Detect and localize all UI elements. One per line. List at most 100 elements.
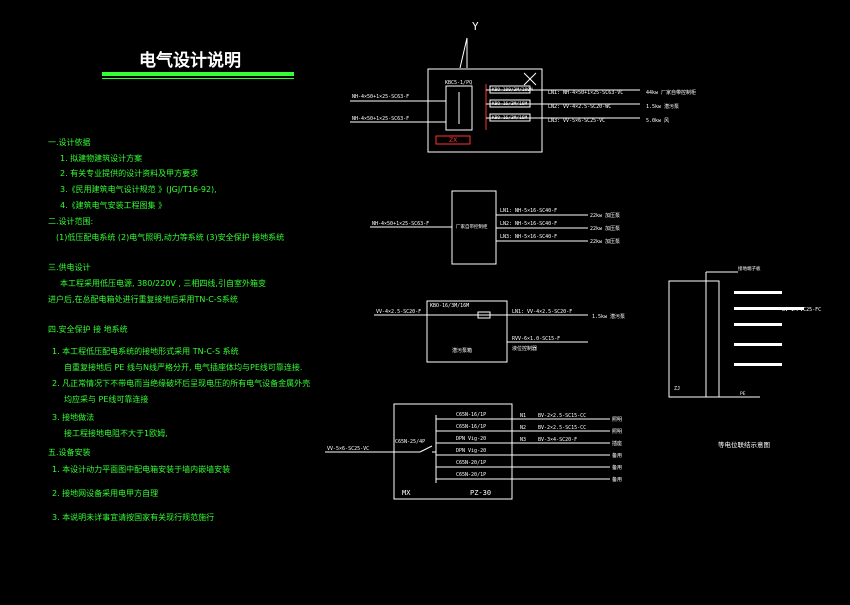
pump-breaker-label: KBO-16/3M/16M (430, 303, 469, 309)
page-title: 电气设计说明 (139, 50, 241, 71)
main-breaker-label: KBC5-1/PQ (445, 80, 472, 86)
bottom-cable: BV-2×2.5-SC15-CC (538, 413, 586, 419)
branch-breaker (489, 85, 531, 94)
antenna-label: Y (472, 20, 479, 33)
ground-bar (734, 343, 782, 346)
ground-top-label: 接地端子板 (738, 265, 761, 272)
branch-cable: LN2: VV-4×2.5-SC20-WC (548, 104, 611, 110)
pump-panel: KBO-16/3M/16M VV-4×2.5-SC20-F LN1: VV-4×… (374, 300, 625, 363)
title-underline-thin (102, 78, 294, 79)
note-line: 3. 本说明未详事宜请按国家有关现行规范施行 (52, 512, 214, 522)
top-panel-box (427, 68, 543, 153)
x-mark-2 (523, 72, 537, 86)
sensor-cable: RVV-6×1.0-SC15-F (512, 336, 560, 342)
note-heading-2: 二.设计范围: (48, 216, 93, 226)
ground-box-label: ZJ (674, 386, 680, 392)
bottom-breaker-label: C65N-16/1P (456, 424, 486, 430)
mid-branch-cable: LN3: NH-5×16-SC40-F (500, 234, 557, 240)
zx-label: ZX (449, 137, 457, 144)
mid-incoming-cable: NH-4×50+1×25-SC63-F (372, 221, 429, 227)
main-switch (419, 445, 433, 453)
note-line: 本工程采用低压电源, 380/220V , 三相四线,引自室外箱变 (60, 278, 266, 288)
bottom-load: 插座 (612, 440, 622, 447)
mid-branch-cable: LN1: NH-5×16-SC40-F (500, 208, 557, 214)
bottom-breaker-label: DPN Vig-20 (456, 436, 486, 442)
bottom-phase: N3 (520, 437, 526, 443)
pump-load: 1.5kw 潜污泵 (592, 313, 625, 320)
branch-breaker-label: KBO-16/3M/16M (492, 101, 528, 107)
bottom-load: 照明 (612, 429, 622, 435)
branch-breaker-label: KBO-100/3M/100M (492, 87, 533, 93)
ground-detail: 接地端子板 BV-1×PVC25-FC PE ZJ 等电位联结示意图 (668, 265, 821, 449)
mid-branch-load: 22kw 加压泵 (590, 238, 620, 245)
ground-cable: BV-1×PVC25-FC (782, 307, 821, 313)
bottom-breaker-label: C65N-20/1P (456, 472, 486, 478)
branch-breaker (489, 99, 531, 108)
ground-bar (734, 363, 782, 366)
ground-bar (734, 307, 804, 310)
incoming-cable-2: NH-4×50+1×25-SC63-F (352, 116, 409, 122)
top-branches (486, 85, 640, 122)
incoming-cable: NH-4×50+1×25-SC63-F (352, 94, 409, 100)
ground-box (668, 280, 720, 398)
bottom-load: 备用 (612, 452, 622, 459)
note-line: 4.《建筑电气安装工程图集 》 (60, 200, 166, 210)
bottom-branches (436, 418, 610, 480)
bottom-cable: BV-2×2.5-SC15-CC (538, 425, 586, 431)
main-breaker-box (445, 85, 473, 131)
pump-out-cable: LN1: VV-4×2.5-SC20-F (512, 309, 572, 315)
bottom-load: 备用 (612, 464, 622, 471)
branch-breaker-label: KBO-16/3M/16M (492, 115, 528, 121)
note-line: 3. 接地做法 (52, 412, 94, 422)
note-line: 1. 本工程低压配电系统的接地形式采用 TN-C-S 系统 (52, 346, 239, 356)
bottom-panel-model: PZ-30 (470, 489, 491, 497)
bottom-phase: N2 (520, 425, 526, 431)
pump-panel-label: 潜污泵箱 (452, 347, 472, 354)
mid-panel: 厂家自带控制柜 NH-4×50+1×25-SC63-F LN1: NH-5×16… (370, 190, 620, 265)
title-underline (102, 72, 294, 76)
zx-box (435, 135, 471, 145)
bottom-load: 备用 (612, 476, 622, 483)
ground-bar (734, 291, 782, 294)
branch-cable: LN3: VV-5×6-SC25-VC (548, 118, 605, 124)
bottom-panel: VV-5×6-SC25-VC C65N-25/4P MX PZ-30 C65N-… (325, 403, 622, 500)
ground-bottom-label: PE (740, 391, 746, 397)
mid-branch-load: 22kw 加压泵 (590, 225, 620, 232)
mid-branch-load: 22kw 加压泵 (590, 212, 620, 219)
note-line: 2. 接地网设备采用电甲方自理 (52, 488, 158, 498)
note-heading-1: 一.设计依据 (48, 137, 91, 147)
bottom-breaker-label: C65N-20/1P (456, 460, 486, 466)
bottom-load: 照明 (612, 417, 622, 423)
pump-panel-box (426, 300, 508, 363)
bottom-breaker-label: DPN Vig-20 (456, 448, 486, 454)
design-notes: 一.设计依据 1. 拟建物建筑设计方案 2. 有关专业提供的设计资料及甲方要求 … (48, 137, 310, 522)
note-line: 接工程接地电阻不大于1欧姆, (64, 428, 168, 438)
branch-breaker (489, 113, 531, 122)
pump-incoming-cable: VV-4×2.5-SC20-F (376, 309, 421, 315)
note-line: 自重复接地后 PE 线与N线严格分开, 电气插座体均与PE线可靠连接. (64, 362, 302, 372)
branch-load: 5.0kw 风 (646, 118, 669, 124)
note-heading-5: 五.设备安装 (48, 447, 91, 457)
antenna-diag (459, 37, 468, 69)
bottom-panel-label: MX (402, 489, 411, 497)
top-panel: Y KBC5-1/PQ NH-4×50+1×25-SC63-F NH-4×50+… (350, 20, 696, 153)
note-line: 均应采与 PE线可靠连接 (64, 394, 148, 404)
branch-load: 1.5kw 潜污泵 (646, 103, 679, 110)
mid-panel-label: 厂家自带控制柜 (456, 223, 488, 230)
mid-branch-cable: LN2: NH-5×16-SC40-F (500, 221, 557, 227)
bottom-main-breaker: C65N-25/4P (395, 439, 425, 445)
ground-bar (734, 323, 782, 326)
bottom-cable: BV-3×4-SC20-F (538, 437, 577, 443)
note-heading-3: 三.供电设计 (48, 262, 91, 272)
bottom-breaker-label: C65N-16/1P (456, 412, 486, 418)
note-line: (1)低压配电系统 (2)电气照明,动力等系统 (3)安全保护 接地系统 (56, 232, 284, 242)
note-line: 3.《民用建筑电气设计规范 》(JGJ/T16-92), (60, 184, 217, 194)
note-line: 1. 本设计动力平面图中配电箱安装于墙内嵌墙安装 (52, 464, 230, 474)
ground-caption: 等电位联结示意图 (718, 440, 770, 449)
note-line: 进户后,在总配电箱处进行重复接地后采用TN-C-S系统 (48, 294, 238, 304)
bottom-phase: N1 (520, 413, 526, 419)
branch-cable: LN1: NH-4×50+1×25-SC63-VC (548, 90, 623, 96)
note-line: 2. 有关专业提供的设计资料及甲方要求 (60, 168, 198, 178)
note-line: 1. 拟建物建筑设计方案 (60, 153, 142, 163)
